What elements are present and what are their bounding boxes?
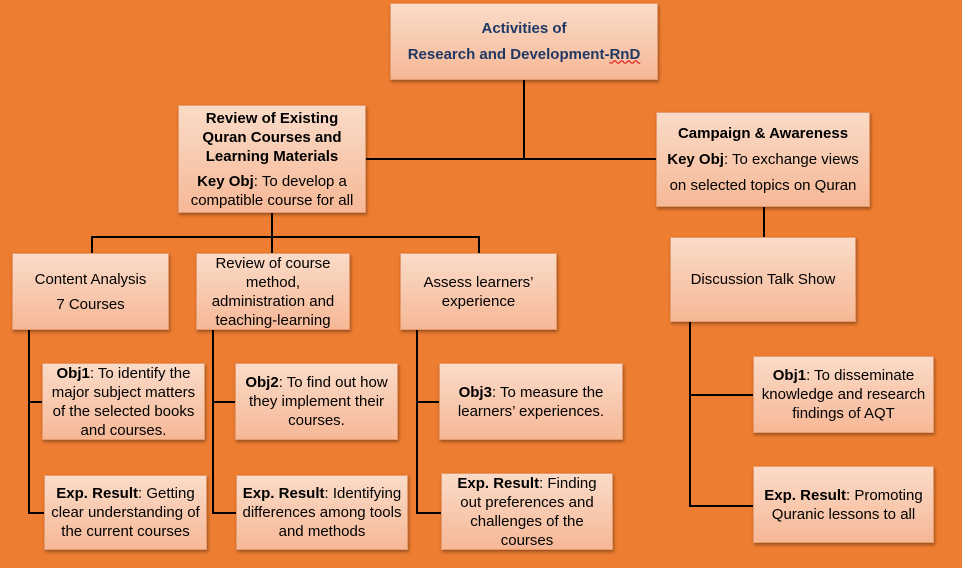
- connector: [689, 505, 753, 507]
- content-analysis-count: 7 Courses: [56, 295, 125, 313]
- obj1-analysis-node: Obj1: To identify the major subject matt…: [42, 363, 205, 440]
- connector: [91, 236, 479, 238]
- obj1-discussion-node: Obj1: To disseminate knowledge and resea…: [753, 356, 934, 433]
- result-analysis-text: Exp. Result: Getting clear understanding…: [51, 485, 200, 540]
- root-node: Activities of Research and Development-R…: [390, 3, 658, 80]
- review-title: Review of Existing Quran Courses and Lea…: [202, 109, 342, 165]
- review-course-node: Review of course method, administration …: [196, 253, 350, 330]
- connector: [689, 322, 691, 506]
- review-node: Review of Existing Quran Courses and Lea…: [178, 105, 366, 213]
- talk-show-label: Discussion Talk Show: [690, 271, 836, 288]
- obj1-discussion-text: Obj1: To disseminate knowledge and resea…: [761, 367, 926, 422]
- obj2-node: Obj2: To find out how they implement the…: [235, 363, 398, 440]
- connector: [763, 207, 765, 237]
- review-course-label: Review of course method, administration …: [211, 254, 335, 329]
- review-objective: Key Obj: To develop a compatible course …: [190, 172, 354, 209]
- obj3-node: Obj3: To measure the learners’ experienc…: [439, 363, 623, 440]
- connector: [366, 158, 656, 160]
- obj3-text: Obj3: To measure the learners’ experienc…: [457, 383, 605, 420]
- obj2-text: Obj2: To find out how they implement the…: [245, 374, 388, 429]
- campaign-title: Campaign & Awareness: [677, 124, 849, 142]
- root-line1: Activities of: [481, 19, 567, 37]
- connector: [28, 330, 30, 513]
- result-discussion-node: Exp. Result: Promoting Quranic lessons t…: [753, 466, 934, 543]
- talk-show-node: Discussion Talk Show: [670, 237, 856, 322]
- assess-label: Assess learners’ experience: [423, 273, 534, 310]
- campaign-node: Campaign & Awareness Key Obj: To exchang…: [656, 112, 870, 207]
- connector: [416, 512, 441, 514]
- connector: [416, 330, 418, 513]
- connector: [212, 512, 236, 514]
- connector: [212, 330, 214, 513]
- result-assess-node: Exp. Result: Finding out preferences and…: [441, 473, 613, 550]
- assess-node: Assess learners’ experience: [400, 253, 557, 330]
- connector: [523, 80, 525, 160]
- obj1-analysis-text: Obj1: To identify the major subject matt…: [51, 364, 196, 439]
- result-analysis-node: Exp. Result: Getting clear understanding…: [44, 475, 207, 550]
- connector: [271, 236, 273, 253]
- result-assess-text: Exp. Result: Finding out preferences and…: [457, 474, 597, 549]
- root-line2: Research and Development-RnD: [407, 45, 641, 63]
- campaign-objective: Key Obj: To exchange views on selected t…: [667, 150, 859, 194]
- content-analysis-node: Content Analysis 7 Courses: [12, 253, 169, 330]
- connector: [28, 512, 44, 514]
- result-review-text: Exp. Result: Identifying differences amo…: [242, 485, 402, 540]
- connector: [416, 401, 439, 403]
- result-review-node: Exp. Result: Identifying differences amo…: [236, 475, 408, 550]
- content-analysis-label: Content Analysis: [34, 270, 147, 288]
- connector: [689, 394, 753, 396]
- connector: [91, 236, 93, 253]
- connector: [271, 213, 273, 237]
- result-discussion-text: Exp. Result: Promoting Quranic lessons t…: [764, 486, 923, 523]
- connector: [478, 236, 480, 253]
- connector: [212, 401, 235, 403]
- connector: [28, 401, 42, 403]
